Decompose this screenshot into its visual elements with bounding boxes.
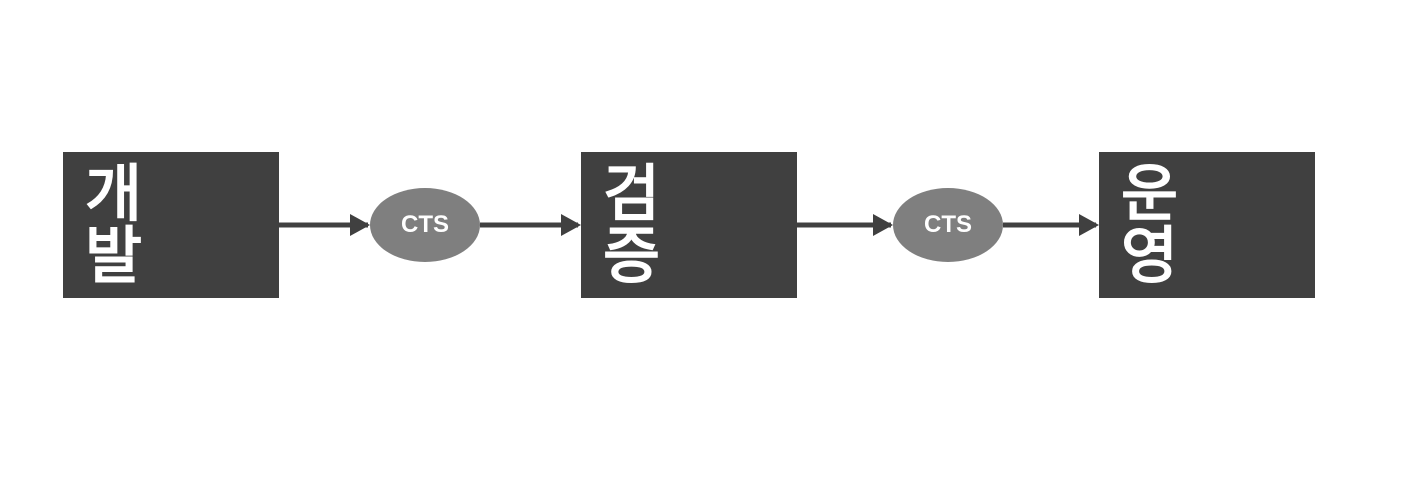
arrowhead-cts-to-qa — [561, 214, 581, 236]
transport-cts-label-2: CTS — [924, 211, 972, 238]
arrowhead-qa-to-cts — [873, 214, 893, 236]
transport-cts-node-1: CTS — [370, 188, 480, 262]
stage-verification-box: 검 증 — [581, 152, 797, 298]
stage-operation-label: 운 영 — [1121, 157, 1201, 292]
arrowhead-dev-to-cts — [350, 214, 370, 236]
stage-operation-box: 운 영 — [1099, 152, 1315, 298]
arrowhead-cts-to-ops — [1079, 214, 1099, 236]
stage-development-box: 개 발 — [63, 152, 279, 298]
stage-development-label: 개 발 — [85, 157, 165, 292]
transport-cts-node-2: CTS — [893, 188, 1003, 262]
stage-verification-label: 검 증 — [603, 157, 683, 292]
transport-cts-label-1: CTS — [401, 211, 449, 238]
